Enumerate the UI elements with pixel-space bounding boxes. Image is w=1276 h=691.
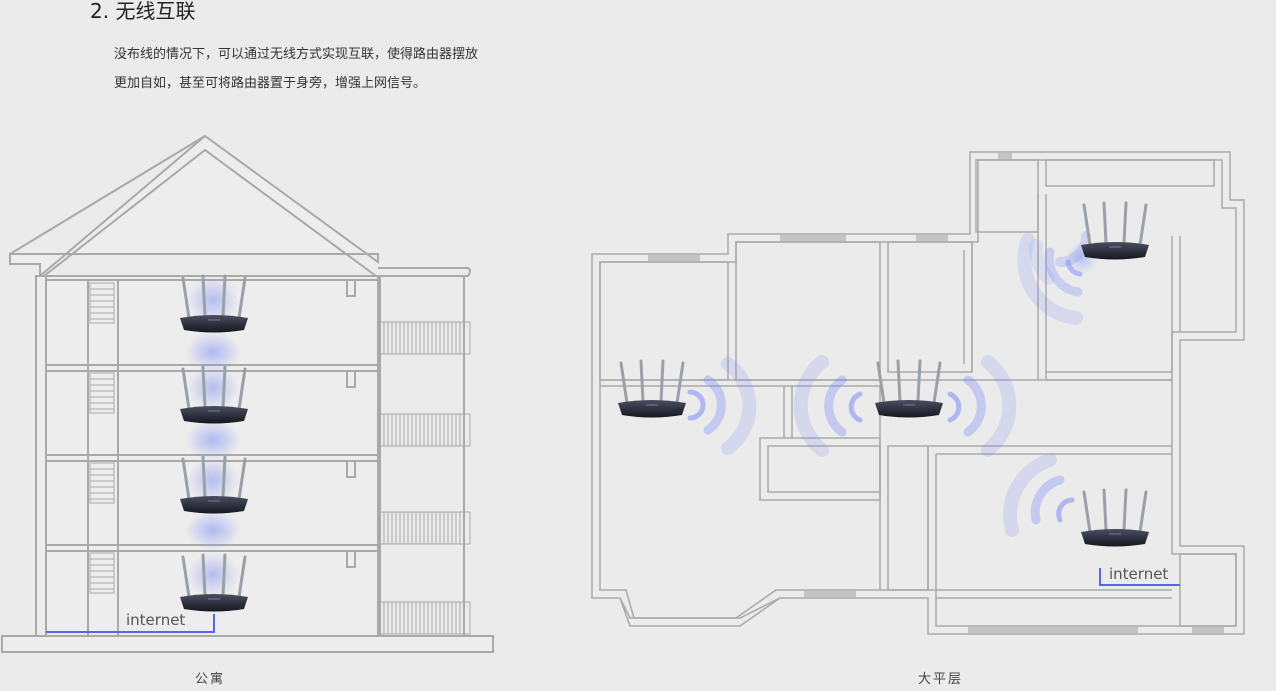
flat-caption: 大平层 — [918, 672, 964, 687]
apartment-building — [1, 134, 494, 653]
section-heading: 2. 无线互联 — [90, 0, 196, 23]
internet-cable — [46, 614, 215, 633]
wifi-signal-icon — [687, 231, 1098, 537]
internet-cable — [1099, 568, 1180, 586]
description: 没布线的情况下，可以通过无线方式实现互联，使得路由器摆放 更加自如，甚至可将路由… — [114, 40, 634, 98]
router-icon — [1079, 488, 1151, 548]
flat-internet-label: internet — [1109, 565, 1169, 583]
router-icon — [1079, 201, 1151, 261]
balconies — [379, 321, 471, 635]
windows — [648, 153, 1224, 633]
router-icon — [873, 359, 945, 419]
apartment-internet-label: internet — [126, 611, 186, 629]
stair-hatches — [89, 282, 115, 594]
description-line-2: 更加自如，甚至可将路由器置于身旁，增强上网信号。 — [114, 76, 427, 91]
apartment-caption: 公寓 — [195, 672, 226, 687]
router-icon — [616, 359, 688, 419]
description-line-1: 没布线的情况下，可以通过无线方式实现互联，使得路由器摆放 — [114, 47, 479, 62]
flat-floorplan — [591, 151, 1245, 635]
